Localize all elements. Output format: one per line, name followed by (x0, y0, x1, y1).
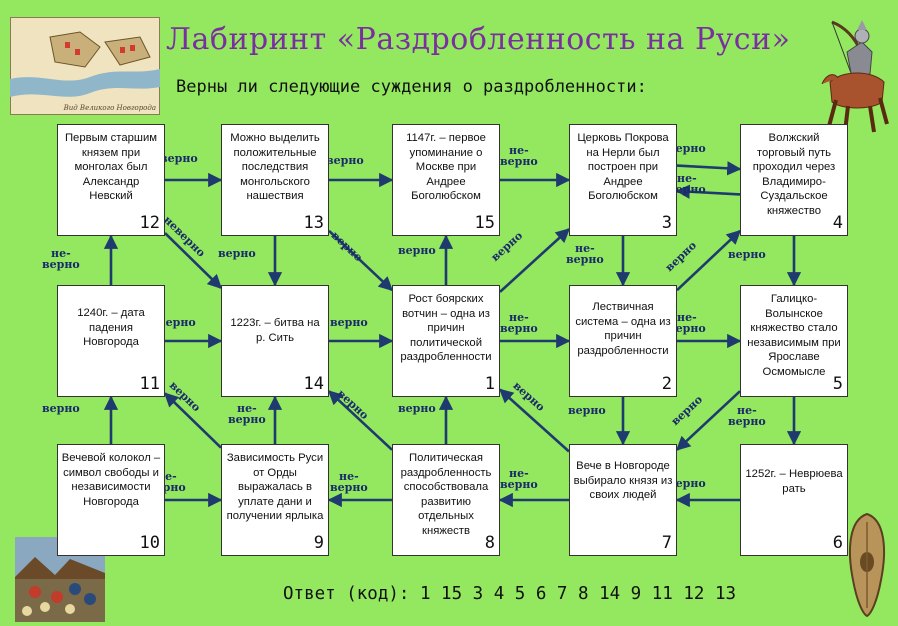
statement-text: Галицко-Волынское княжество стало незави… (747, 293, 841, 378)
statement-number: 6 (832, 533, 843, 553)
statement-text: Первым старшим князем при монголах был А… (64, 132, 158, 203)
statement-box-1[interactable]: Рост боярских вотчин – одна из причин по… (392, 285, 500, 397)
arrow-label-13-14: верно (218, 247, 256, 260)
shield-image (848, 512, 886, 618)
arrow-2-to-4 (676, 229, 742, 292)
statement-number: 10 (139, 533, 160, 553)
statement-number: 1 (484, 374, 495, 394)
arrow-label-3-2: не-верно (566, 242, 604, 266)
statement-number: 3 (661, 213, 672, 233)
statement-number: 2 (661, 374, 672, 394)
statement-box-12[interactable]: Первым старшим князем при монголах был А… (57, 124, 165, 236)
statement-text: Можно выделить положительные последствия… (230, 132, 320, 203)
statement-number: 7 (661, 533, 672, 553)
statement-text: Церковь Покрова на Нерли был построен пр… (577, 132, 669, 203)
arrow-label-5-6: не-верно (728, 404, 766, 428)
arrow-5-to-7 (675, 390, 741, 451)
arrow-label-6-7: верно (668, 477, 706, 490)
statement-text: Политическая раздробленность способствов… (400, 452, 492, 537)
statement-box-6[interactable]: 1252г. – Неврюева рать 6 (740, 444, 848, 556)
arrow-label-2-5: не-верно (668, 311, 706, 335)
arrow-label-9-14: не-верно (228, 402, 266, 426)
arrow-label-8-1: верно (398, 402, 436, 415)
page-title: Лабиринт «Раздробленность на Руси» (166, 22, 791, 57)
statement-box-15[interactable]: 1147г. – первое упоминание о Москве при … (392, 124, 500, 236)
statement-box-4[interactable]: Волжский торговый путь проходил через Вл… (740, 124, 848, 236)
statement-text: Вече в Новгороде выбирало князя из своих… (573, 460, 673, 502)
arrow-9-to-11 (163, 392, 222, 449)
statement-box-8[interactable]: Политическая раздробленность способствов… (392, 444, 500, 556)
statement-text: Рост боярских вотчин – одна из причин по… (400, 293, 492, 364)
statement-number: 8 (484, 533, 495, 553)
statement-text: Волжский торговый путь проходил через Вл… (752, 132, 836, 217)
statement-number: 5 (832, 374, 843, 394)
arrow-8-to-14 (327, 390, 393, 451)
statement-number: 11 (139, 374, 160, 394)
arrow-3-to-4 (676, 161, 742, 176)
statement-number: 13 (303, 213, 324, 233)
statement-number: 15 (474, 213, 495, 233)
statement-box-7[interactable]: Вече в Новгороде выбирало князя из своих… (569, 444, 677, 556)
statement-box-2[interactable]: Лествичная система – одна из причин разд… (569, 285, 677, 397)
warrior-image (821, 20, 889, 133)
answer-code: Ответ (код): 1 15 3 4 5 6 7 8 14 9 11 12… (283, 584, 737, 604)
arrow-label-1-2: не-верно (500, 311, 538, 335)
statement-text: 1252г. – Неврюева рать (745, 468, 843, 495)
arrow-label-4-5: верно (728, 248, 766, 261)
statement-text: Зависимость Руси от Орды выражалась в уп… (226, 452, 324, 523)
arrow-7-to-1 (498, 388, 570, 453)
arrow-label-14-1: верно (330, 316, 368, 329)
arrow-label-10-9: не-верно (148, 470, 186, 494)
arrow-13-to-1 (328, 229, 394, 292)
statement-box-9[interactable]: Зависимость Руси от Орды выражалась в уп… (221, 444, 329, 556)
arrow-12-to-14 (164, 232, 223, 289)
arrow-label-11-12: не-верно (42, 247, 80, 271)
statement-box-14[interactable]: 1223г. – битва на р. Сить 14 (221, 285, 329, 397)
arrow-label-4-3: не-верно (668, 172, 706, 196)
arrow-label-8-9: не-верно (330, 470, 368, 494)
statement-text: 1147г. – первое упоминание о Москве при … (406, 132, 486, 203)
map-caption: Вид Великого Новгорода (63, 104, 156, 112)
statement-number: 4 (832, 213, 843, 233)
arrow-label-12-13: верно (160, 152, 198, 165)
statement-box-10[interactable]: Вечевой колокол – символ свободы и незав… (57, 444, 165, 556)
statement-box-13[interactable]: Можно выделить положительные последствия… (221, 124, 329, 236)
novgorod-map-image: Вид Великого Новгорода (10, 17, 160, 115)
arrow-label-13-15: верно (326, 154, 364, 167)
arrow-label-2-7: верно (568, 404, 606, 417)
arrow-label-3-4: верно (668, 142, 706, 155)
question-subtitle: Верны ли следующие суждения о раздроблен… (176, 77, 647, 97)
statement-box-3[interactable]: Церковь Покрова на Нерли был построен пр… (569, 124, 677, 236)
arrow-label-7-8: не-верно (500, 467, 538, 491)
statement-text: 1240г. – дата падения Новгорода (77, 307, 145, 349)
arrow-label-15-3: не-верно (500, 144, 538, 168)
statement-box-5[interactable]: Галицко-Волынское княжество стало незави… (740, 285, 848, 397)
statement-number: 14 (303, 374, 324, 394)
statement-number: 12 (139, 213, 160, 233)
statement-text: 1223г. – битва на р. Сить (230, 317, 320, 344)
arrow-1-to-3 (499, 228, 571, 293)
statement-box-11[interactable]: 1240г. – дата падения Новгорода 11 (57, 285, 165, 397)
statement-text: Вечевой колокол – символ свободы и незав… (61, 452, 161, 508)
statement-number: 9 (313, 533, 324, 553)
statement-text: Лествичная система – одна из причин разд… (575, 301, 671, 357)
arrow-label-1-15: верно (398, 244, 436, 257)
arrow-label-11-14: верно (158, 316, 196, 329)
arrow-label-10-11: верно (42, 402, 80, 415)
arrow-4-to-3 (675, 184, 741, 199)
